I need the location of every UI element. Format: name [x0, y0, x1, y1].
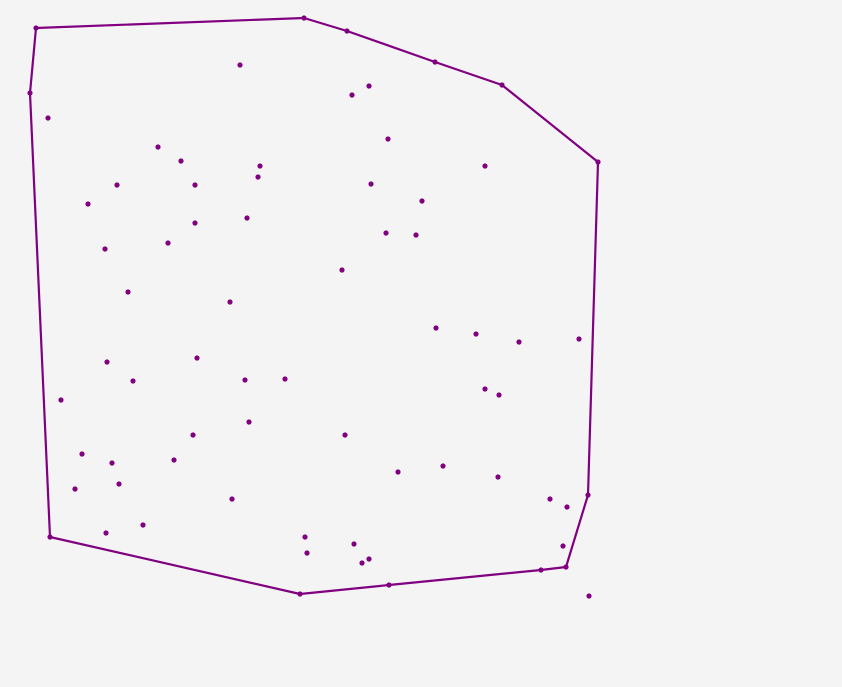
- convex-hull-outline: [28, 16, 600, 596]
- data-point: [255, 174, 261, 180]
- data-point: [383, 230, 389, 236]
- data-point: [194, 355, 200, 361]
- data-point: [178, 158, 184, 164]
- data-point: [359, 560, 365, 566]
- data-point: [297, 591, 303, 597]
- data-point: [516, 339, 522, 345]
- data-point: [192, 220, 198, 226]
- data-point: [495, 474, 501, 480]
- data-point: [85, 201, 91, 207]
- data-point: [563, 564, 569, 570]
- data-point: [419, 198, 425, 204]
- data-point: [282, 376, 288, 382]
- point-cloud: [27, 15, 601, 599]
- data-point: [547, 496, 553, 502]
- data-point: [27, 90, 33, 96]
- data-point: [171, 457, 177, 463]
- data-point: [576, 336, 582, 342]
- data-point: [58, 397, 64, 403]
- data-point: [386, 582, 392, 588]
- data-point: [104, 359, 110, 365]
- data-point: [496, 392, 502, 398]
- data-point: [339, 267, 345, 273]
- data-point: [244, 215, 250, 221]
- data-point: [366, 556, 372, 562]
- data-point: [349, 92, 355, 98]
- data-point: [257, 163, 263, 169]
- data-point: [242, 377, 248, 383]
- data-point: [229, 496, 235, 502]
- data-point: [473, 331, 479, 337]
- data-point: [351, 541, 357, 547]
- data-point: [302, 534, 308, 540]
- data-point: [109, 460, 115, 466]
- data-point: [585, 492, 591, 498]
- data-point: [237, 62, 243, 68]
- data-point: [342, 432, 348, 438]
- data-point: [140, 522, 146, 528]
- data-point: [116, 481, 122, 487]
- data-point: [368, 181, 374, 187]
- data-point: [366, 83, 372, 89]
- data-point: [595, 159, 601, 165]
- data-point: [344, 28, 350, 34]
- data-point: [102, 246, 108, 252]
- data-point: [440, 463, 446, 469]
- data-point: [155, 144, 161, 150]
- data-point: [192, 182, 198, 188]
- data-point: [413, 232, 419, 238]
- data-point: [560, 543, 566, 549]
- data-point: [432, 59, 438, 65]
- data-point: [301, 15, 307, 21]
- data-point: [304, 550, 310, 556]
- data-point: [165, 240, 171, 246]
- data-point: [586, 593, 592, 599]
- data-point: [125, 289, 131, 295]
- data-point: [395, 469, 401, 475]
- data-point: [72, 486, 78, 492]
- data-point: [564, 504, 570, 510]
- data-point: [190, 432, 196, 438]
- data-point: [538, 567, 544, 573]
- data-point: [45, 115, 51, 121]
- data-point: [227, 299, 233, 305]
- data-point: [47, 534, 53, 540]
- data-point: [246, 419, 252, 425]
- data-point: [103, 530, 109, 536]
- data-point: [79, 451, 85, 457]
- data-point: [33, 25, 39, 31]
- data-point: [130, 378, 136, 384]
- data-point: [499, 82, 505, 88]
- data-point: [385, 136, 391, 142]
- data-point: [433, 325, 439, 331]
- data-point: [114, 182, 120, 188]
- data-point: [482, 386, 488, 392]
- data-point: [482, 163, 488, 169]
